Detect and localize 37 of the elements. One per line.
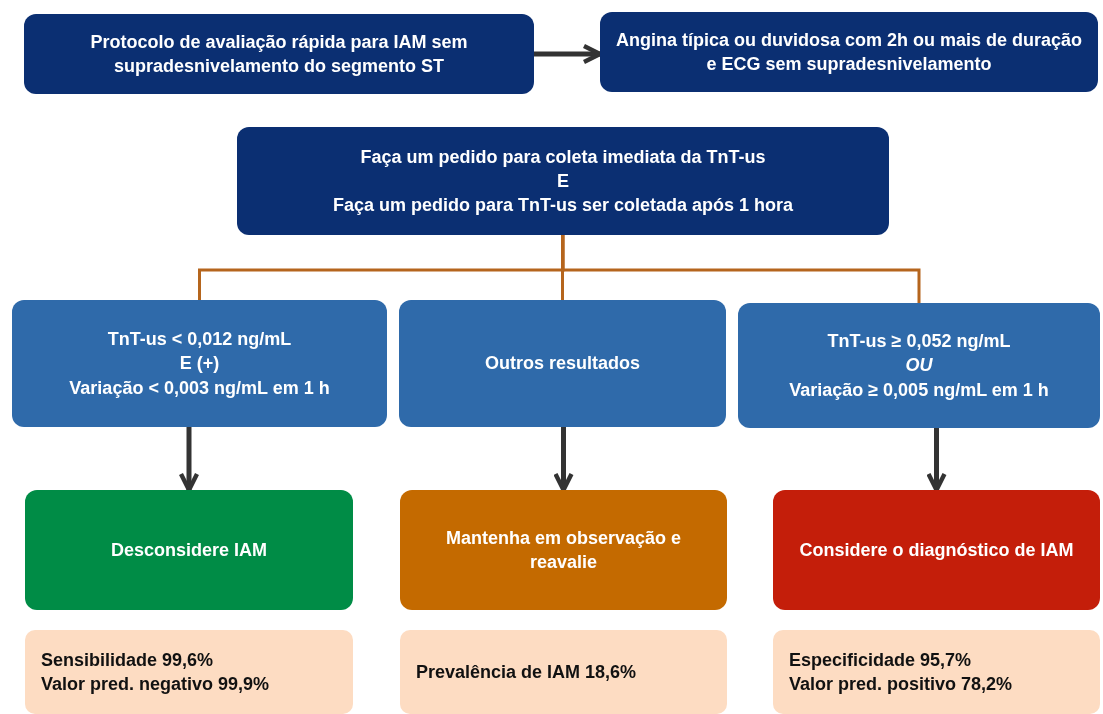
node-text: Faça um pedido para coleta imediata da TnT-us [360, 145, 766, 169]
action-box [773, 490, 1100, 610]
statistics-box [25, 630, 353, 714]
node-text: Desconsidere IAM [110, 538, 268, 562]
node-text: Sensibilidade 99,6% [41, 648, 214, 672]
result-box [12, 300, 387, 427]
node-text: Mantenha em observação e reavalie [444, 526, 683, 574]
node-text: TnT-us < 0,012 ng/mL [107, 328, 292, 352]
node-text: Variação < 0,003 ng/mL em 1 h [69, 376, 330, 400]
node-text: Faça um pedido para TnT-us ser coletada após 1 hora [332, 194, 794, 218]
node-text: Considere o diagnóstico de IAM [799, 538, 1074, 562]
node-text: E [557, 169, 569, 193]
title-box [24, 14, 534, 94]
node-text: Especificidade 95,7% [789, 648, 972, 672]
node-text: E (+) [179, 352, 220, 376]
statistics-box [400, 630, 727, 714]
node-text: Variação ≥ 0,005 ng/mL em 1 h [789, 378, 1049, 402]
node-text: Angina típica ou duvidosa com 2h ou mais de duração e ECG sem supradesnivelamento [614, 28, 1084, 76]
node-text: Valor pred. positivo 78,2% [789, 673, 1013, 696]
node-text: OU [905, 354, 933, 378]
action-box [400, 490, 727, 610]
action-box [25, 490, 353, 610]
result-box [399, 300, 726, 427]
node-text: Prevalência de IAM 18,6% [416, 660, 637, 684]
connector-line [561, 235, 921, 303]
statistics-box [773, 630, 1100, 714]
result-box [738, 303, 1100, 428]
node-text: TnT-us ≥ 0,052 ng/mL [827, 330, 1011, 354]
condition-box [600, 12, 1098, 92]
node-text: Protocolo de avaliação rápida para IAM sem supradesnivelamento do segmento ST [89, 30, 469, 78]
instruction-box [237, 127, 889, 235]
arrow [178, 427, 200, 493]
arrow [926, 428, 947, 493]
arrow [553, 427, 574, 493]
node-text: Valor pred. negativo 99,9% [41, 673, 270, 696]
connector-line [561, 235, 564, 300]
node-text: Outros resultados [485, 352, 640, 376]
